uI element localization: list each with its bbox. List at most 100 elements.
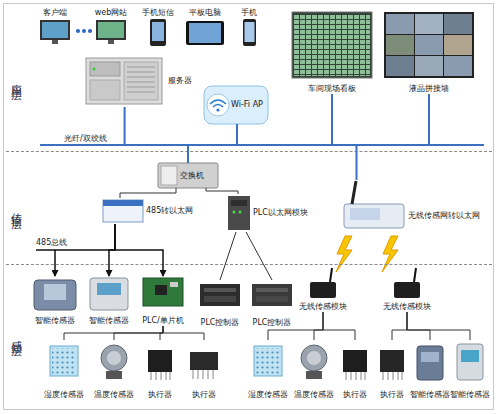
connector xyxy=(125,107,188,163)
display-board xyxy=(292,12,372,78)
sensor-screen xyxy=(421,352,439,362)
device-label: 车间现场看板 xyxy=(308,84,356,94)
tablet-screen xyxy=(189,23,221,43)
device-label: 智能传感器 xyxy=(35,316,75,326)
smart-sensor xyxy=(457,344,483,380)
monitor xyxy=(40,20,70,40)
wireless-module: 无线传感模块 xyxy=(296,266,350,312)
sensor-holes xyxy=(52,348,76,374)
device-label: web网站 xyxy=(95,8,128,18)
phone-screen xyxy=(245,22,255,42)
wireless-module xyxy=(310,282,336,298)
plc-module xyxy=(228,196,250,230)
gateway xyxy=(344,204,404,228)
wall-tile xyxy=(386,56,414,76)
wall-tile xyxy=(386,35,414,55)
device-label: 湿度传感器 xyxy=(44,390,84,400)
dot xyxy=(88,29,92,33)
temperature-sensor: 温度传感器 xyxy=(292,340,336,400)
plc-controller xyxy=(252,284,292,306)
device-label: 手机 xyxy=(241,8,257,18)
sensor-screen xyxy=(44,284,66,300)
device-label: 执行器 xyxy=(148,390,172,400)
antenna xyxy=(414,268,416,282)
lightning xyxy=(336,236,352,272)
connector xyxy=(246,232,272,280)
wall-tile xyxy=(444,14,472,34)
server-box: 服务器 xyxy=(84,55,200,107)
connector xyxy=(188,124,237,163)
sensor-screen xyxy=(461,350,479,362)
device-label: 客户端 xyxy=(43,8,67,18)
lightning xyxy=(382,236,398,272)
client-device: 客户端 xyxy=(38,8,72,48)
connector xyxy=(392,312,407,340)
phone xyxy=(243,19,256,46)
connector xyxy=(160,326,163,340)
plc-module-port xyxy=(231,200,247,206)
display-grid xyxy=(294,14,370,76)
connector xyxy=(407,312,470,340)
actuator-pins xyxy=(151,372,170,380)
actuator: 执行器 xyxy=(376,340,408,400)
connector xyxy=(64,326,163,340)
wifi-symbol xyxy=(210,100,226,107)
wall-tile xyxy=(415,14,443,34)
connector xyxy=(163,326,204,340)
device-label: 平板电脑 xyxy=(189,8,221,18)
smart-sensor: 智能传感器 xyxy=(86,276,132,326)
humidity-sensor: 湿度传感器 xyxy=(246,340,290,400)
wireless-gateway: 无线传感网转以太网 xyxy=(340,180,486,232)
dot xyxy=(82,29,86,33)
wireless-module: 无线传感模块 xyxy=(380,266,434,312)
monitor-screen xyxy=(42,22,68,38)
device-label: 执行器 xyxy=(343,390,367,400)
connector xyxy=(220,232,236,280)
connector xyxy=(188,94,332,163)
wifi-badge xyxy=(207,94,229,116)
wall-tile xyxy=(444,56,472,76)
layer-band: 感知层智能传感器智能传感器PLC/单片机PLC控制器PLC控制器无线传感模块无线… xyxy=(6,265,492,405)
server-bay xyxy=(90,80,120,100)
device-label: 温度传感器 xyxy=(94,390,134,400)
connector xyxy=(109,224,115,276)
smart-sensor xyxy=(34,280,76,310)
pcb-part xyxy=(170,282,178,287)
smart-sensor: 智能传感器 xyxy=(410,340,450,400)
switch-panel xyxy=(161,166,177,185)
display-board: 车间现场看板 xyxy=(290,8,374,94)
sensor-base xyxy=(106,371,122,379)
wifi-ap xyxy=(204,86,268,124)
plc-detail xyxy=(256,288,288,292)
sensor-cap xyxy=(307,351,321,365)
actuator: 执行器 xyxy=(186,340,222,400)
humidity-sensor xyxy=(254,346,282,376)
actuator-pins xyxy=(346,372,365,380)
wall-tile xyxy=(444,35,472,55)
device-label: 服务器 xyxy=(168,76,192,86)
smart-sensor: 智能传感器 xyxy=(450,340,490,400)
temperature-sensor xyxy=(101,345,127,371)
actuator xyxy=(190,352,218,370)
rs485-bus xyxy=(36,249,55,251)
temperature-sensor xyxy=(301,345,327,371)
temperature-sensor: 温度传感器 xyxy=(92,340,136,400)
led xyxy=(239,211,242,214)
smart-sensor xyxy=(417,346,443,380)
device-label: Wi-Fi AP xyxy=(231,100,263,110)
device-label: 温度传感器 xyxy=(294,390,334,400)
plc-detail xyxy=(204,288,236,292)
actuator xyxy=(148,350,172,372)
video-wall xyxy=(384,12,474,78)
fiber-bus xyxy=(40,144,484,146)
device-label: PLC以太网模块 xyxy=(253,208,308,218)
sms-device: 手机短信 xyxy=(140,8,176,50)
humidity-sensor: 湿度传感器 xyxy=(42,340,86,400)
converter-stripe xyxy=(103,200,143,206)
antenna xyxy=(330,268,332,282)
device-label: PLC/单片机 xyxy=(142,316,184,326)
tablet xyxy=(186,21,224,45)
device-label: 执行器 xyxy=(192,390,216,400)
device-label: 智能传感器 xyxy=(89,316,129,326)
plc-controller: PLC控制器 xyxy=(198,280,242,328)
